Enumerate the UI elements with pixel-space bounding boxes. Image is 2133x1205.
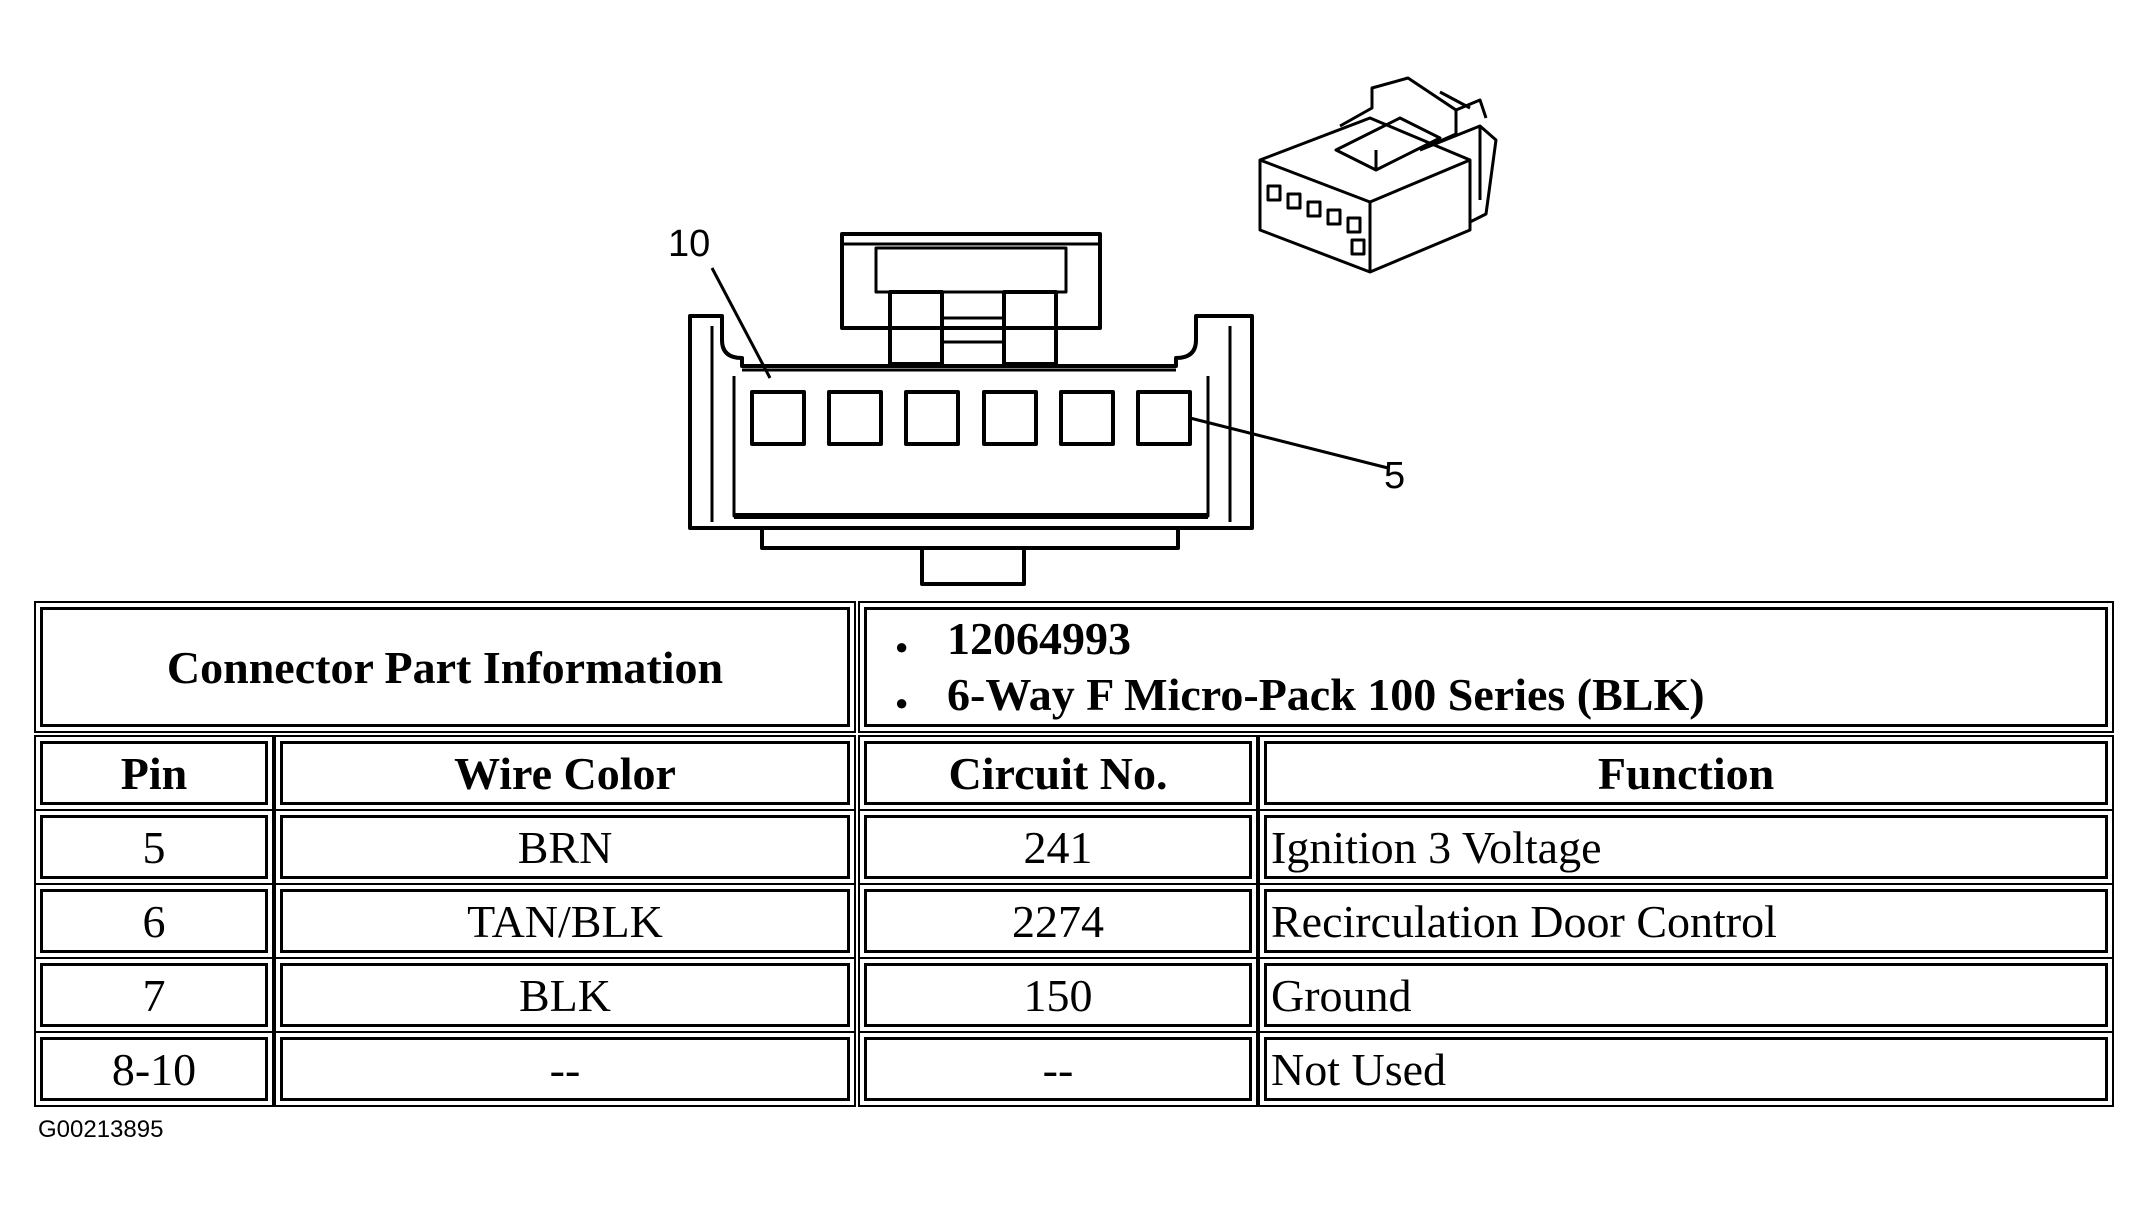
pin-cavity xyxy=(904,390,960,446)
pin-cavity xyxy=(1059,390,1115,446)
pin-cavities xyxy=(750,390,1192,446)
pin-cavity xyxy=(827,390,883,446)
row-wire-color: -- xyxy=(274,1031,856,1107)
connector-part-list: 12064993 6-Way F Micro-Pack 100 Series (… xyxy=(858,601,2114,733)
callout-label-10: 10 xyxy=(668,223,710,265)
row-wire-color: BLK xyxy=(274,957,856,1033)
connector-housing xyxy=(688,314,1254,586)
header-wire-color: Wire Color xyxy=(274,735,856,811)
header-circuit-no: Circuit No. xyxy=(858,735,1258,811)
connector-part-info-text: Connector Part Information xyxy=(166,641,724,693)
row-wire-color: BRN xyxy=(274,809,856,885)
pin-cavity xyxy=(982,390,1038,446)
callout-leader-5 xyxy=(1189,416,1389,470)
row-function: Not Used xyxy=(1258,1031,2114,1107)
row-circuit: -- xyxy=(858,1031,1258,1107)
callout-label-5: 5 xyxy=(1384,455,1405,497)
part-number: 12064993 xyxy=(895,611,1131,675)
pin-cavity xyxy=(1136,390,1192,446)
header-function: Function xyxy=(1258,735,2114,811)
row-function: Ground xyxy=(1258,957,2114,1033)
row-pin: 7 xyxy=(34,957,274,1033)
connector-latch xyxy=(840,232,1102,366)
row-pin: 5 xyxy=(34,809,274,885)
figure-id: G00213895 xyxy=(38,1116,164,1143)
row-pin: 8-10 xyxy=(34,1031,274,1107)
row-wire-color: TAN/BLK xyxy=(274,883,856,959)
row-function: Recirculation Door Control xyxy=(1258,883,2114,959)
header-pin: Pin xyxy=(34,735,274,811)
row-circuit: 2274 xyxy=(858,883,1258,959)
connector-diagram: 10 5 xyxy=(668,76,1498,586)
part-description: 6-Way F Micro-Pack 100 Series (BLK) xyxy=(895,667,1705,731)
callout-leader-10 xyxy=(710,267,772,379)
connector-part-info-label: Connector Part Information xyxy=(34,601,856,733)
row-circuit: 150 xyxy=(858,957,1258,1033)
pin-cavity xyxy=(750,390,806,446)
row-circuit: 241 xyxy=(858,809,1258,885)
row-pin: 6 xyxy=(34,883,274,959)
connector-iso-view xyxy=(1258,76,1498,274)
row-function: Ignition 3 Voltage xyxy=(1258,809,2114,885)
